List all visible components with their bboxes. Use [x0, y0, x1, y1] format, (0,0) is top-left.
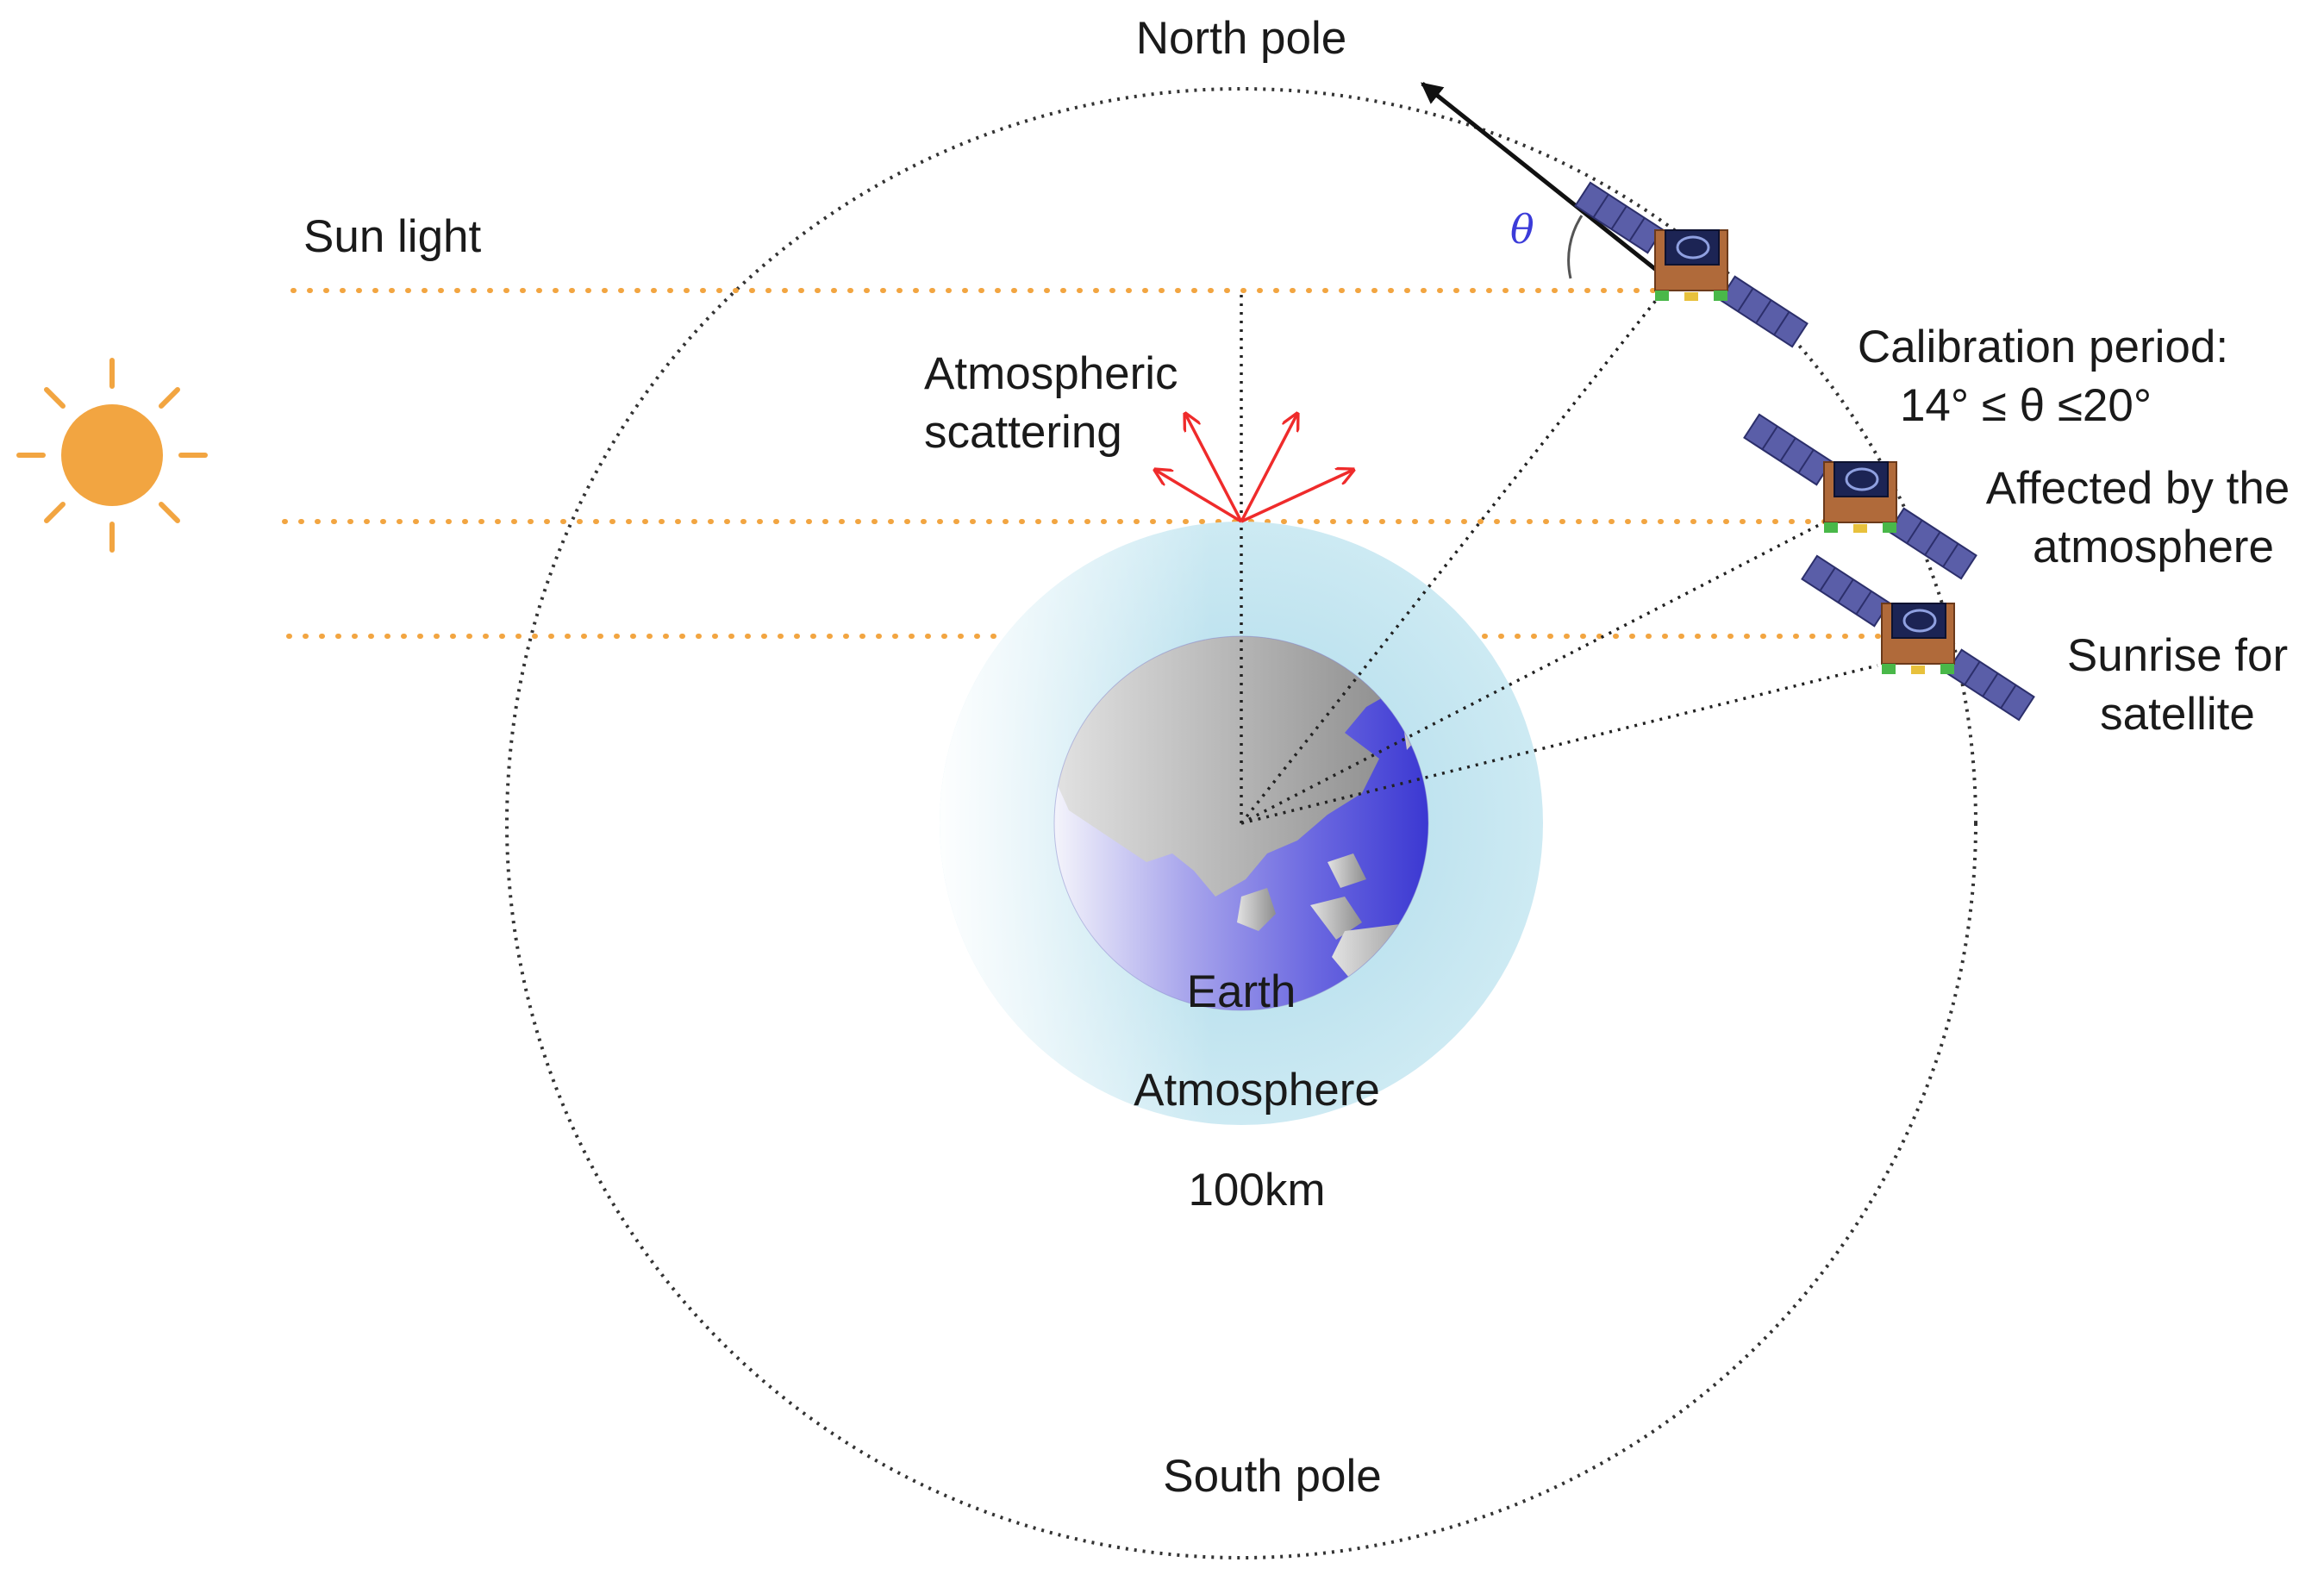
south-pole-label: South pole — [1163, 1451, 1381, 1502]
radial-line-affected — [1240, 520, 1827, 825]
satellite-icon-calibration — [1573, 180, 1809, 349]
radial-line-calibration — [1240, 289, 1665, 825]
scattering-arrows — [1155, 414, 1353, 523]
altitude-label: 100km — [1188, 1165, 1325, 1216]
sunrise-label-line1: Sunrise for — [2067, 630, 2288, 681]
theta-label: θ — [1510, 206, 1534, 253]
satellite-icon-affected — [1742, 412, 1978, 581]
atmospheric-scattering-label-line1: Atmospheric — [924, 348, 1178, 399]
orbit-circle — [505, 87, 1977, 1559]
atmospheric-scattering-label-line2: scattering — [924, 407, 1122, 458]
calibration-period-label-line1: Calibration period: — [1858, 322, 2228, 372]
sun-light-label: Sun light — [303, 211, 482, 262]
atmosphere-label: Atmosphere — [1134, 1065, 1380, 1116]
affected-label-line2: atmosphere — [2033, 522, 2274, 572]
sun-icon — [16, 358, 208, 553]
north-pole-label: North pole — [1136, 13, 1347, 64]
theta-arc — [1567, 215, 1584, 279]
radial-line-sunrise — [1240, 664, 1878, 825]
earth-label: Earth — [1187, 966, 1296, 1017]
sunrise-label-line2: satellite — [2100, 689, 2255, 740]
north-pole-arrow — [1421, 82, 1665, 278]
affected-label-line1: Affected by the — [1986, 463, 2290, 514]
calibration-period-label-line2: 14° ≤ θ ≤20° — [1900, 380, 2152, 431]
satellite-icon-sunrise — [1800, 553, 2036, 722]
